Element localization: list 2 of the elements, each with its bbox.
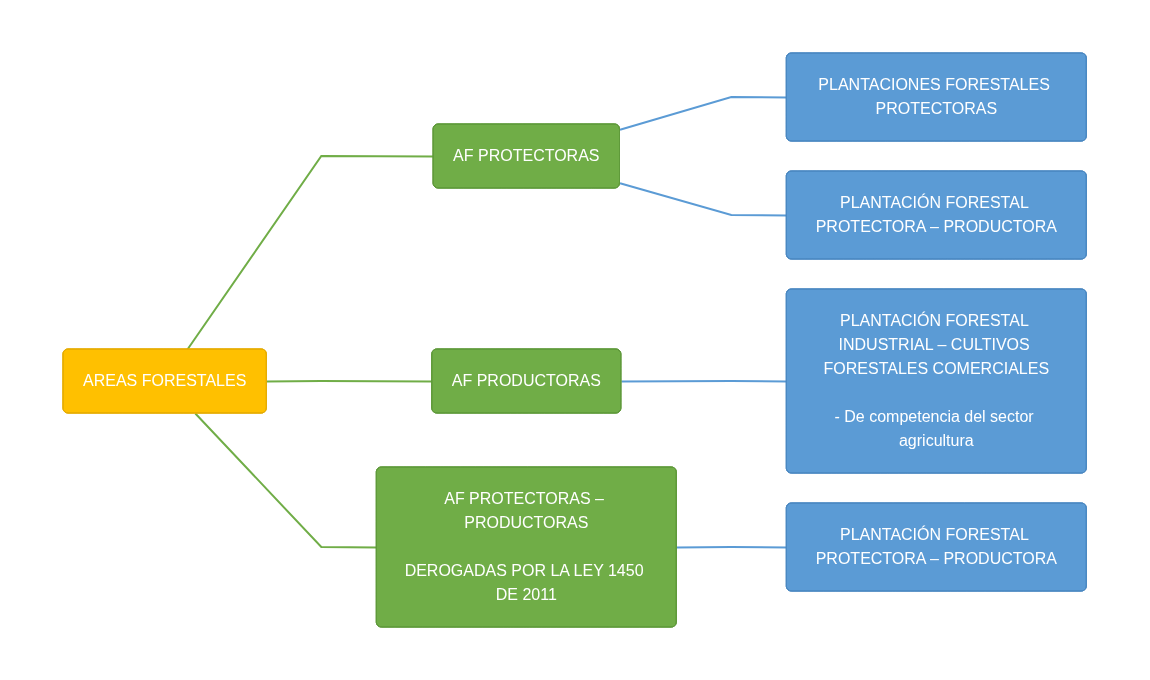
connector — [186, 155, 435, 351]
connector — [266, 380, 434, 383]
